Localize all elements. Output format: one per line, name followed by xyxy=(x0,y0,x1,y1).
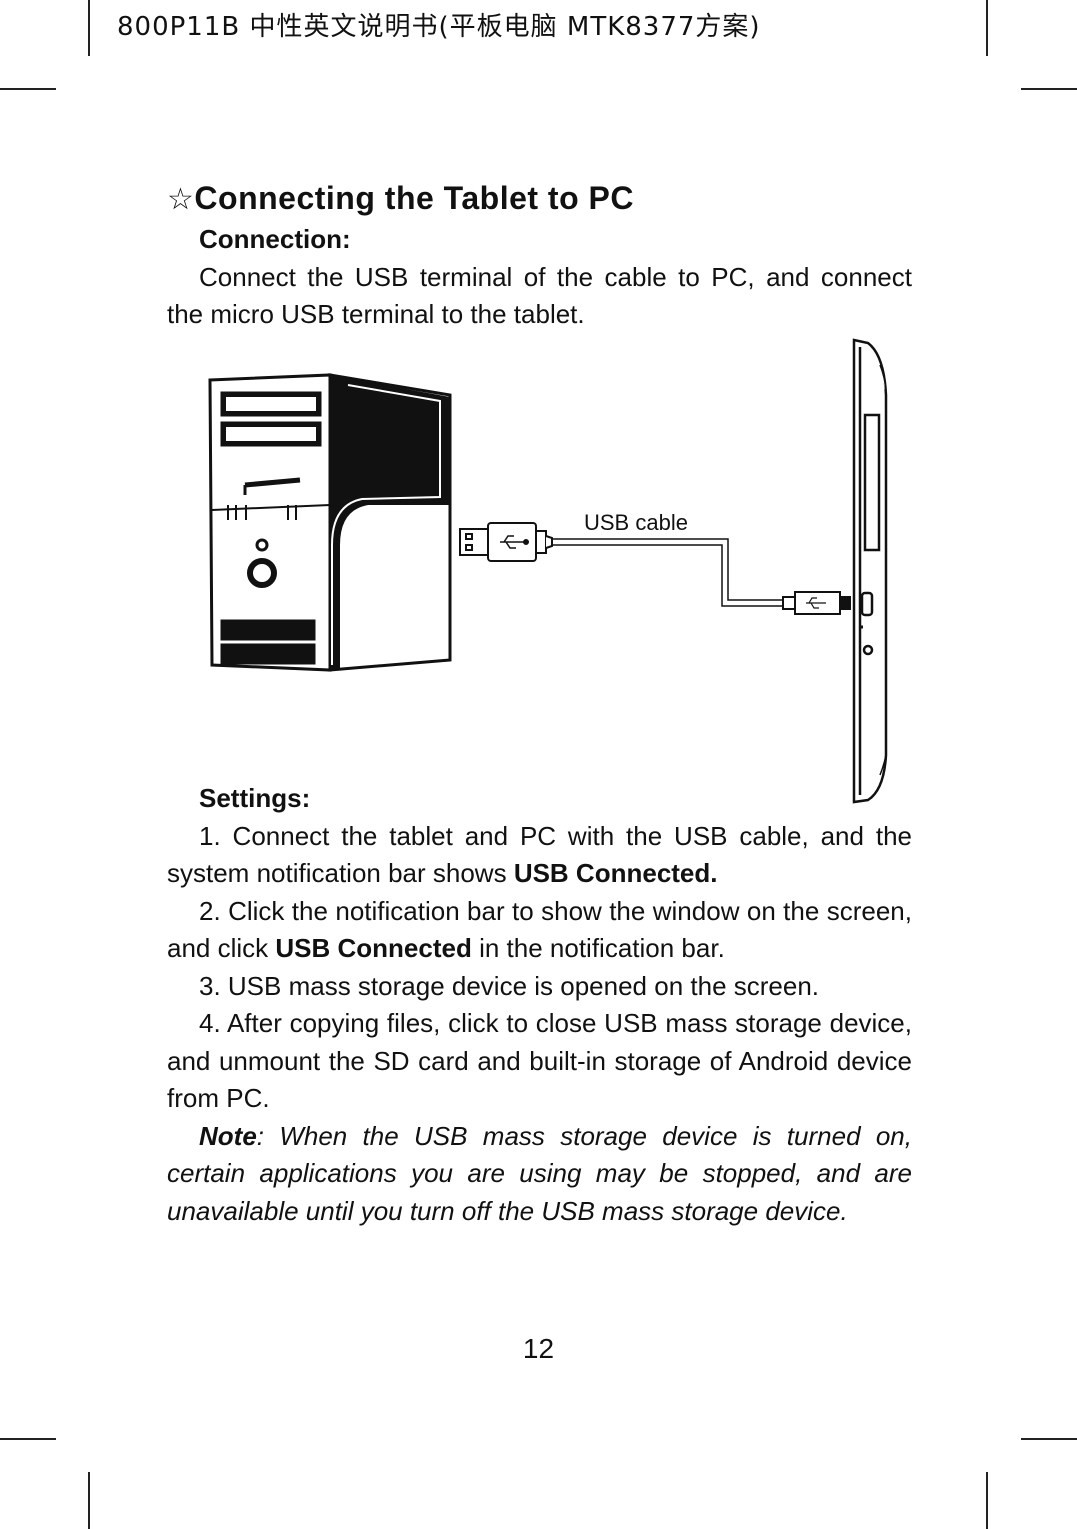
note-paragraph: Note: When the USB mass storage device i… xyxy=(167,1118,912,1231)
crop-mark-top-left-vertical xyxy=(88,0,90,56)
crop-mark-bottom-left-horizontal xyxy=(0,1438,56,1440)
step-1-bold: USB Connected. xyxy=(513,858,718,888)
connection-heading: Connection: xyxy=(199,224,351,254)
crop-mark-top-right-vertical xyxy=(986,0,988,56)
usb-connection-illustration: USB cable xyxy=(208,338,888,804)
connection-text: Connect the USB terminal of the cable to… xyxy=(167,261,912,330)
step-2-text-b: in the notification bar. xyxy=(471,933,725,963)
crop-mark-bottom-right-horizontal xyxy=(1021,1438,1077,1440)
note-label: Note xyxy=(199,1120,257,1151)
settings-step-1: 1. Connect the tablet and PC with the US… xyxy=(167,818,912,893)
settings-heading: Settings: xyxy=(199,783,311,813)
crop-mark-bottom-left-vertical xyxy=(88,1472,90,1529)
crop-mark-top-left-horizontal xyxy=(0,88,56,90)
document-header: 800P11B 中性英文说明书(平板电脑 MTK8377方案) xyxy=(117,12,761,42)
micro-usb-plug-icon xyxy=(782,591,851,615)
usb-cable-icon xyxy=(552,538,783,607)
pc-tower-icon xyxy=(208,373,452,672)
step-1-text: 1. Connect the tablet and PC with the US… xyxy=(167,820,912,889)
star-icon: ☆ xyxy=(167,182,195,217)
usb-cable-label: USB cable xyxy=(584,510,688,535)
crop-mark-top-right-horizontal xyxy=(1021,88,1077,90)
step-2-text-a: 2. Click the notification bar to show th… xyxy=(167,895,912,964)
step-2-bold: USB Connected xyxy=(275,933,472,963)
tablet-side-icon xyxy=(852,338,888,804)
connection-block: Connection: Connect the USB terminal of … xyxy=(167,221,912,334)
note-text: : When the USB mass storage device is tu… xyxy=(167,1120,912,1226)
usb-a-plug-icon xyxy=(459,522,553,562)
settings-step-3: 3. USB mass storage device is opened on … xyxy=(199,970,820,1001)
section-title: ☆Connecting the Tablet to PC xyxy=(167,180,634,217)
settings-block: Settings: 1. Connect the tablet and PC w… xyxy=(167,780,912,1230)
settings-step-4: 4. After copying files, click to close U… xyxy=(167,1008,912,1113)
page-number: 12 xyxy=(522,1333,555,1364)
settings-step-2: 2. Click the notification bar to show th… xyxy=(167,893,912,968)
crop-mark-bottom-right-vertical xyxy=(986,1472,988,1529)
section-title-text: Connecting the Tablet to PC xyxy=(194,180,634,216)
